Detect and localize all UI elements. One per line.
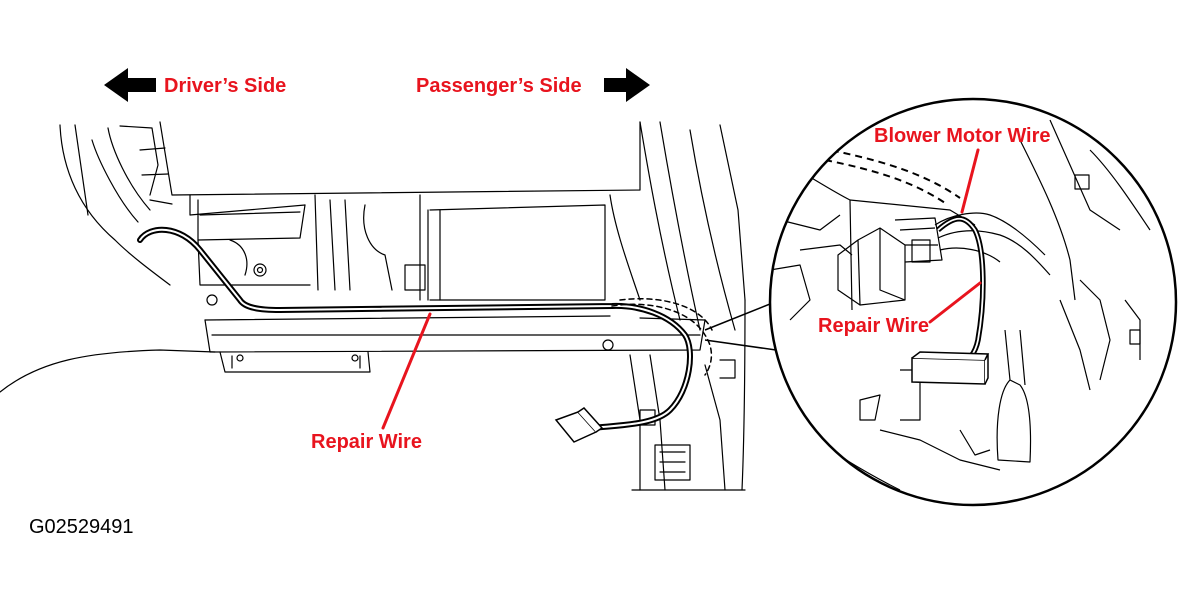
- inset-detail: [768, 97, 1178, 507]
- repair-wire-main: [137, 226, 713, 431]
- arrow-left-icon: [104, 68, 156, 102]
- connector-inset: [911, 351, 990, 385]
- callout-line-repair-main: [381, 312, 432, 430]
- callout-lines: [381, 148, 982, 430]
- drivers-side-label: Driver’s Side: [164, 75, 287, 97]
- arrow-right-icon: [604, 68, 650, 102]
- passengers-side-label: Passenger’s Side: [416, 75, 582, 97]
- repair-wire-inset-label: Repair Wire: [818, 315, 929, 337]
- callout-line-repair-inset: [928, 281, 982, 324]
- blower-motor-wire-label: Blower Motor Wire: [874, 125, 1051, 147]
- connector-main: [554, 407, 604, 443]
- repair-wire-main-label: Repair Wire: [311, 431, 422, 453]
- figure-id: G02529491: [29, 516, 134, 538]
- callout-line-blower: [960, 148, 980, 214]
